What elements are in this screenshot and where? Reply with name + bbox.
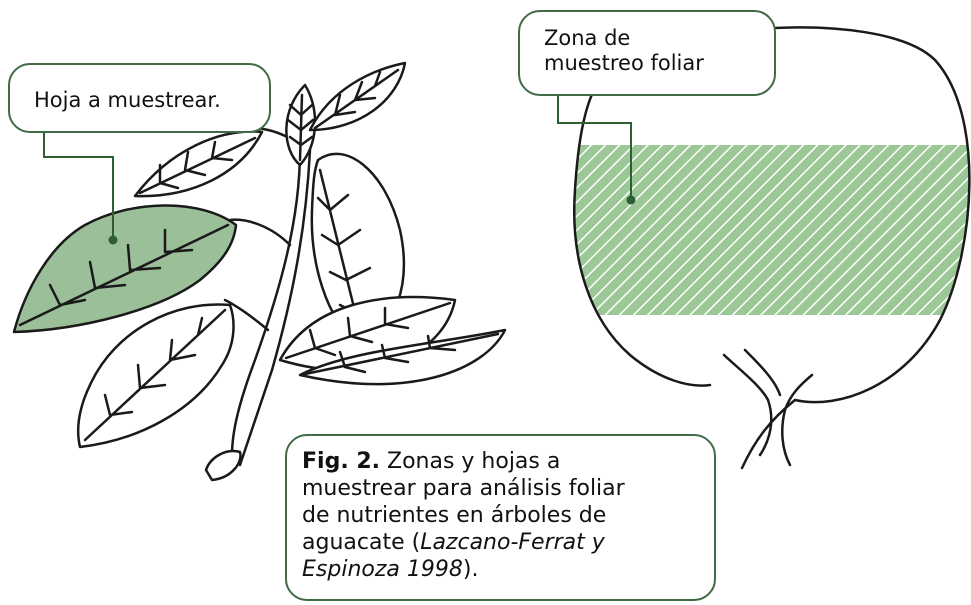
caption-fig-label: Fig. 2. [302, 449, 380, 474]
leaf-pointer-dot [109, 236, 118, 245]
caption-line-2: muestrear para análisis foliar [302, 475, 714, 502]
zone-callout: Zona de muestreo foliar [518, 10, 776, 96]
figure-caption: Fig. 2. Zonas y hojas a muestrear para a… [285, 434, 716, 601]
caption-line1-text: Zonas y hojas a [380, 449, 560, 474]
caption-line-5: Espinoza 1998). [302, 556, 714, 583]
zone-callout-line1: Zona de [544, 26, 774, 51]
caption-line-3: de nutrientes en árboles de [302, 502, 714, 529]
leaf-callout: Hoja a muestrear. [8, 63, 271, 133]
caption-line4-pre: aguacate ( [302, 530, 420, 555]
leaf-callout-text: Hoja a muestrear. [34, 88, 269, 113]
zone-pointer-dot [627, 196, 636, 205]
tree-trunk-right [745, 350, 812, 465]
stem [232, 150, 310, 465]
caption-citation-part1: Lazcano-Ferrat y [420, 530, 605, 555]
foliar-sampling-band [560, 145, 971, 315]
caption-line-4: aguacate (Lazcano-Ferrat y [302, 529, 714, 556]
caption-line-1: Fig. 2. Zonas y hojas a [302, 448, 714, 475]
zone-callout-line2: muestreo foliar [544, 51, 774, 76]
caption-citation-part2: Espinoza 1998 [302, 557, 463, 582]
caption-line5-post: ). [463, 557, 479, 582]
